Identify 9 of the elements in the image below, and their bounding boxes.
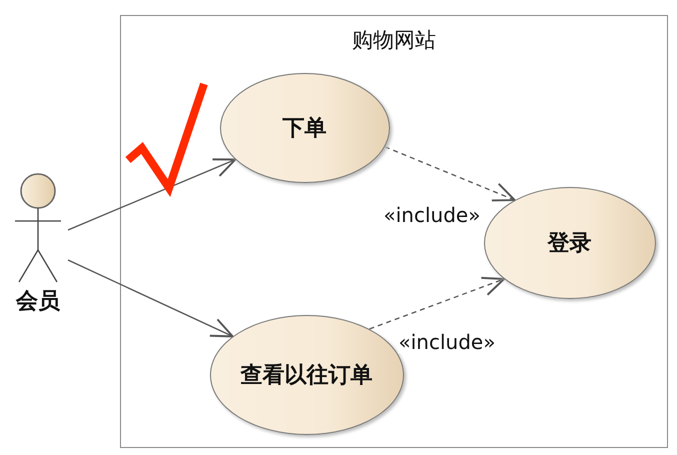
include-arrow	[369, 276, 506, 330]
system-boundary-box	[120, 15, 668, 448]
system-title: 购物网站	[351, 27, 437, 54]
include-arrow	[384, 146, 516, 202]
use-case-ellipse: 登录	[484, 186, 656, 298]
actor-label: 会员	[14, 288, 61, 316]
association-arrow	[68, 259, 234, 338]
association-arrow	[68, 158, 236, 231]
use-case-ellipse: 下单	[220, 72, 390, 182]
